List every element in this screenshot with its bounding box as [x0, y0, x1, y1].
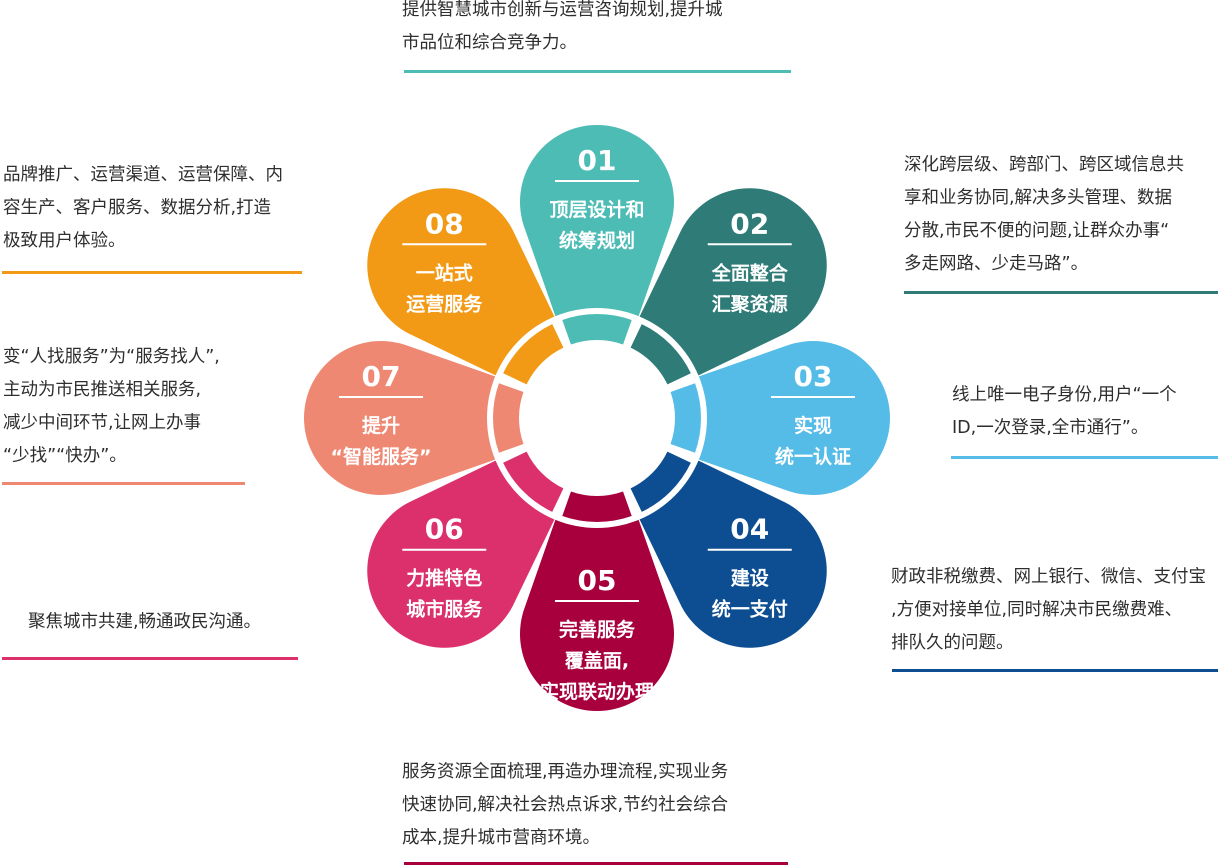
petal-title-line: 城市服务	[406, 598, 483, 621]
petal-title-line: 建设	[731, 567, 769, 590]
center-circle	[527, 348, 667, 488]
desc-line: 变“人找服务”为“服务找人”,	[3, 347, 220, 367]
desc-line: 享和业务协同,解决多头管理、数据	[904, 188, 1173, 208]
petal-title-line: 提升	[362, 414, 400, 437]
petal-title-line: 统一认证	[775, 445, 851, 468]
petals	[304, 124, 890, 712]
desc-line: 排队久的问题。	[891, 633, 1014, 653]
petal-title-line: 完善服务	[559, 618, 636, 641]
desc-line: 深化跨层级、跨部门、跨区域信息共	[904, 155, 1184, 175]
desc-top: 提供智慧城市创新与运营咨询规划,提升城市品位和综合竞争力。	[402, 0, 723, 60]
petal-shape	[520, 124, 674, 378]
petal-title-line: 统一支付	[712, 598, 788, 621]
desc-line: 极致用户体验。	[3, 231, 126, 251]
petal-shape	[304, 341, 557, 495]
ring-segment-02	[630, 324, 691, 385]
petal-title-line: 一站式	[416, 261, 473, 284]
petal-number: 08	[425, 207, 464, 240]
ring-segment-08	[503, 324, 564, 385]
desc-line: 服务资源全面梳理,再造办理流程,实现业务	[402, 762, 729, 782]
rule-bottom	[404, 862, 788, 865]
desc-line: 主动为市民推送相关服务,	[3, 380, 202, 400]
desc-line: 财政非税缴费、网上银行、微信、支付宝	[891, 567, 1206, 587]
rule-left-2	[2, 482, 245, 485]
desc-right-2: 线上唯一电子身份,用户“一个 ID,一次登录,全市通行”。	[952, 379, 1177, 445]
petal-01	[520, 124, 674, 378]
desc-line: 提供智慧城市创新与运营咨询规划,提升城	[402, 0, 723, 20]
petal-title-line: 汇聚资源	[712, 292, 788, 315]
petal-title-line: 运营服务	[406, 292, 483, 315]
petal-title-line: 覆盖面,	[564, 649, 629, 672]
desc-line: 成本,提升城市营商环境。	[402, 828, 601, 848]
desc-line: 多走网路、少走马路”。	[904, 254, 1089, 274]
petal-number: 01	[578, 144, 617, 177]
petal-number: 02	[730, 207, 769, 240]
desc-line: 减少中间环节,让网上办事	[3, 413, 202, 433]
desc-line: 分散,市民不便的问题,让群众办事“	[904, 221, 1170, 241]
petal-number: 06	[425, 513, 464, 546]
desc-line: ID,一次登录,全市通行”。	[952, 418, 1149, 438]
petal-title-line: 实现	[794, 414, 832, 437]
desc-line: 容生产、客户服务、数据分析,打造	[3, 198, 272, 218]
desc-line: 品牌推广、运营渠道、运营保障、内	[3, 165, 283, 185]
ring-segment-03	[670, 383, 701, 453]
petal-title-line: 全面整合	[711, 261, 789, 284]
desc-left-2: 变“人找服务”为“服务找人”, 主动为市民推送相关服务, 减少中间环节,让网上办事 “…	[3, 341, 220, 473]
desc-left-3: 聚焦城市共建,畅通政民沟通。	[28, 606, 261, 639]
petal-03	[637, 341, 890, 495]
desc-right-3: 财政非税缴费、网上银行、微信、支付宝 ,方便对接单位,同时解决市民缴费难、排队久的…	[891, 561, 1206, 660]
desc-bottom: 服务资源全面梳理,再造办理流程,实现业务快速协同,解决社会热点诉求,节约社会综合…	[402, 756, 728, 855]
ring-segment-07	[493, 383, 524, 453]
desc-right-1: 深化跨层级、跨部门、跨区域信息共享和业务协同,解决多头管理、数据分散,市民不便的…	[904, 149, 1184, 281]
petal-title-line: 统筹规划	[559, 229, 635, 252]
desc-left-1: 品牌推广、运营渠道、运营保障、内容生产、客户服务、数据分析,打造极致用户体验。	[3, 159, 283, 258]
petal-title-line: 顶层设计和	[549, 198, 644, 221]
ring-segment-05	[562, 491, 632, 522]
desc-line: “少找”“快办”。	[3, 446, 127, 466]
desc-line: 聚焦城市共建,畅通政民沟通。	[28, 612, 262, 632]
rule-left-3	[2, 657, 298, 660]
rule-right-1	[904, 291, 1218, 294]
rule-top	[404, 70, 791, 73]
petal-number: 05	[578, 564, 617, 597]
petal-title-line: 力推特色	[406, 567, 482, 590]
ring-segment-06	[503, 451, 564, 512]
petal-label-07: 07 提升 “智能服务”	[331, 360, 432, 468]
petal-number: 03	[794, 360, 833, 393]
rule-left-1	[2, 271, 302, 274]
desc-line: 线上唯一电子身份,用户“一个	[952, 385, 1177, 405]
ring-segment-01	[562, 314, 632, 345]
petal-title-line: “智能服务”	[331, 445, 432, 468]
desc-line: 快速协同,解决社会热点诉求,节约社会综合	[402, 795, 729, 815]
petal-shape	[637, 341, 890, 495]
rule-right-2	[951, 456, 1218, 459]
desc-line: 市品位和综合竞争力。	[402, 33, 577, 53]
petal-07	[304, 341, 557, 495]
petal-05	[520, 458, 674, 712]
ring-segment-04	[630, 451, 691, 512]
desc-line: ,方便对接单位,同时解决市民缴费难、	[891, 600, 1183, 620]
petal-number: 07	[362, 360, 401, 393]
petal-shape	[520, 458, 674, 712]
petal-title-line: 实现联动办理	[540, 680, 654, 703]
ring-segments	[493, 314, 701, 522]
petal-number: 04	[730, 513, 769, 546]
rule-right-3	[892, 669, 1218, 672]
